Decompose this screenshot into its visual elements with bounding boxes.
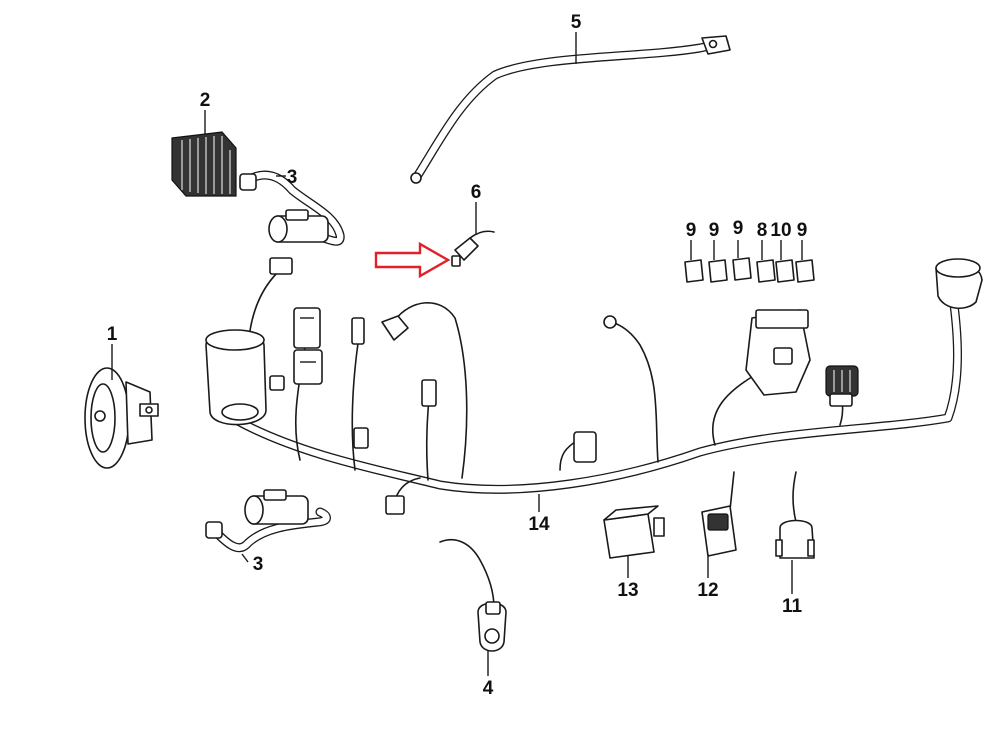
callout-3-upper: 3 [287, 167, 298, 188]
component-13-module [603, 505, 665, 559]
callout-14: 14 [528, 514, 550, 535]
voltage-regulator [171, 131, 237, 197]
highlight-arrow [374, 241, 451, 279]
callout-4: 4 [483, 678, 494, 699]
harness-end-boot [935, 258, 983, 309]
callout-1: 1 [107, 324, 118, 345]
harness-connector-group [269, 257, 617, 515]
callout-9-fourth: 9 [797, 220, 808, 241]
highlighted-sensor [451, 230, 495, 267]
ecu-connector-block [745, 309, 811, 396]
ignition-coil-lower [205, 489, 331, 553]
callout-11: 11 [782, 596, 803, 617]
callout-labels: 1 2 3 3 4 5 6 9 9 9 8 10 9 11 12 13 14 [107, 12, 808, 699]
sensor-with-lead [439, 538, 507, 652]
relay-row [684, 257, 815, 283]
callout-10: 10 [770, 220, 791, 241]
callout-12: 12 [697, 580, 718, 601]
multi-pin-connector [825, 365, 859, 407]
callout-6: 6 [471, 182, 482, 203]
callout-2: 2 [200, 90, 211, 111]
callout-5: 5 [571, 12, 582, 33]
callout-13: 13 [617, 580, 638, 601]
callout-8: 8 [757, 220, 768, 241]
battery-cable [410, 35, 731, 184]
horn [84, 367, 159, 469]
callout-9-third: 9 [733, 218, 744, 239]
component-11-connector [775, 471, 815, 559]
ignition-coil-upper [239, 170, 345, 246]
harness-canister [205, 329, 267, 426]
callout-9-first: 9 [686, 220, 697, 241]
callout-9-second: 9 [709, 220, 720, 241]
callout-3-lower: 3 [253, 554, 264, 575]
component-12-relay [701, 471, 737, 557]
leader-lines [111, 32, 803, 676]
